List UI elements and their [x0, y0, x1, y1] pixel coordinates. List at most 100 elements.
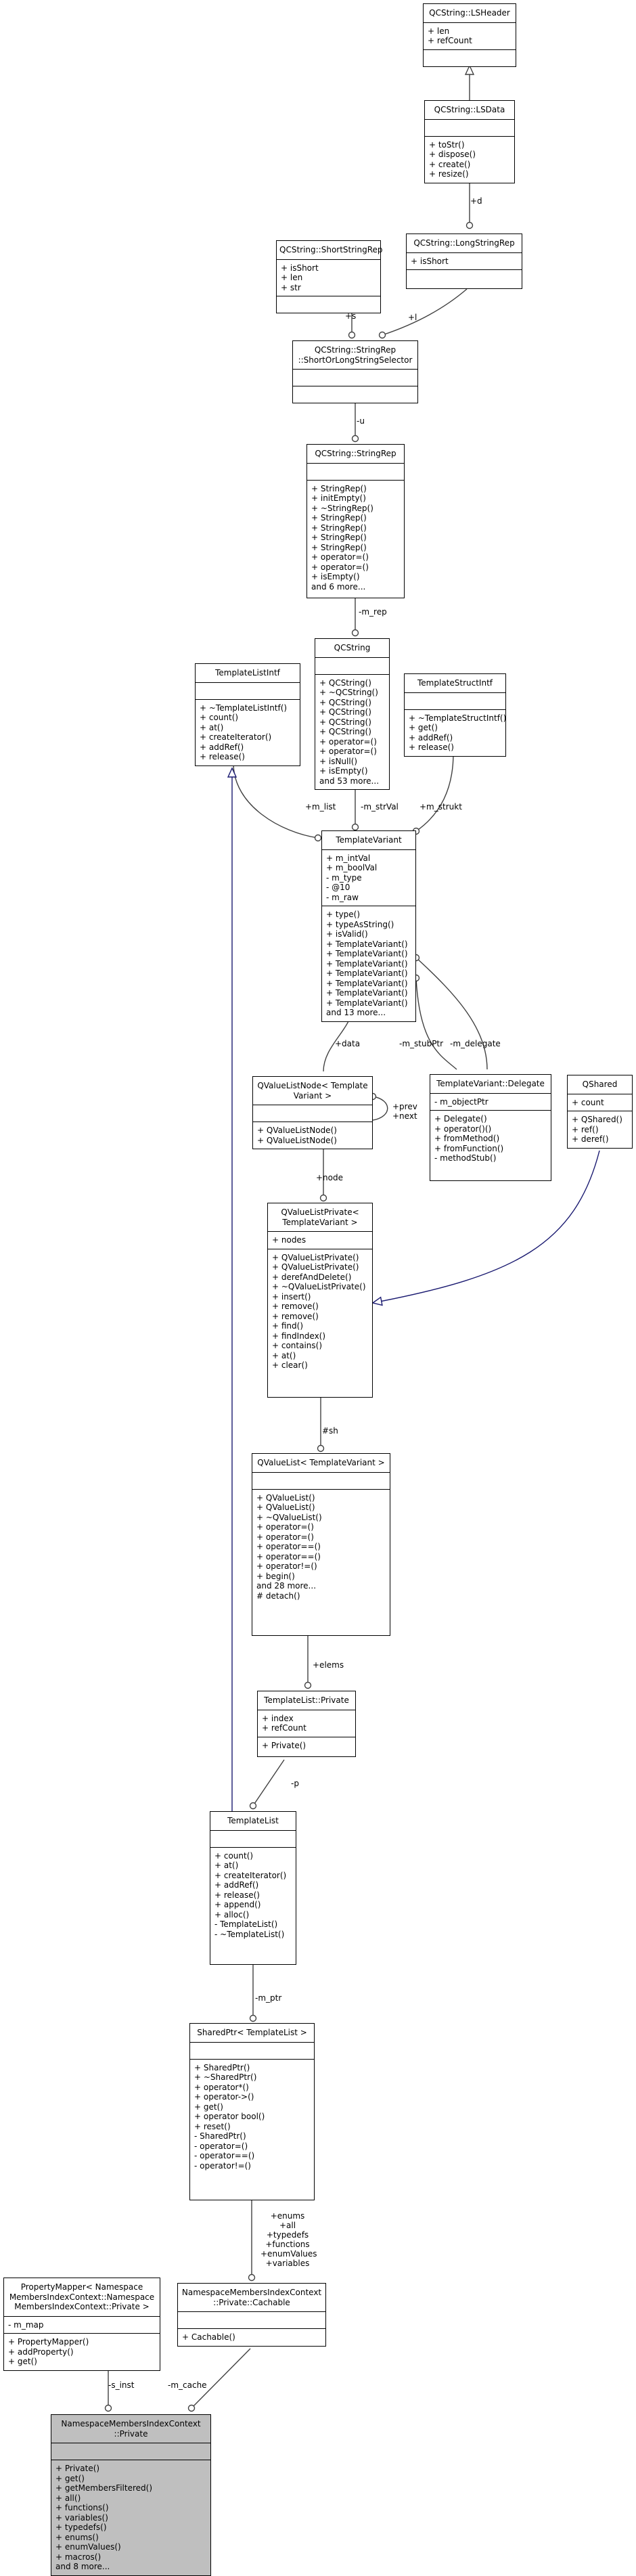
composition-marker [351, 629, 359, 637]
composition-marker [248, 2273, 256, 2282]
class-operations: + QShared()+ ref()+ deref() [568, 1111, 632, 1148]
operation: + QCString() [319, 707, 371, 717]
operation: + QCString() [319, 727, 371, 736]
operation: + isEmpty() [311, 572, 360, 581]
edge-label-line: -s_inst [108, 2380, 135, 2390]
class-title-line: ::Private [114, 2428, 148, 2439]
relationship-line [233, 763, 319, 839]
operation: + operator=() [311, 562, 369, 572]
operation: + addRef() [200, 742, 244, 752]
relationship-line [252, 1759, 285, 1806]
operation: # detach() [256, 1591, 300, 1601]
edge-label: -m_strVal [361, 802, 399, 812]
operation: and 13 more... [326, 1008, 386, 1017]
edge-label-line: +l [408, 313, 417, 322]
composition-marker [187, 2404, 196, 2412]
class-attributes: - m_map [4, 2317, 160, 2334]
edge-label: +node [316, 1173, 343, 1182]
edge-label-line: #sh [322, 1426, 338, 1436]
operation: and 8 more... [55, 2562, 110, 2571]
operation: + operator=() [319, 747, 377, 756]
edge-label-line: -p [291, 1779, 299, 1788]
operation: + operator==() [256, 1551, 321, 1561]
operation: + addRef() [409, 732, 453, 742]
operation: + operator=() [256, 1532, 314, 1542]
class-title: TemplateList::Private [258, 1691, 355, 1710]
edge-label-line: +functions [265, 2240, 310, 2249]
edge-label-line: -u [357, 416, 365, 426]
composition-marker [304, 1681, 312, 1689]
class-attributes: - m_objectPtr [430, 1094, 551, 1111]
operation: + enums() [55, 2532, 99, 2542]
class-title-line: QShared [582, 1080, 618, 1089]
class-attributes: + isShort [407, 253, 522, 270]
class-attributes: + m_intVal+ m_boolVal- m_type- @10- m_ra… [322, 850, 415, 906]
attribute: - m_objectPtr [434, 1096, 489, 1107]
class-attributes [405, 693, 505, 710]
operation: + release() [409, 742, 454, 752]
operation: + getMembersFiltered() [55, 2483, 153, 2493]
operation: + toStr() [429, 139, 465, 150]
operation: + ~SharedPtr() [194, 2072, 257, 2082]
operation: - ~TemplateList() [214, 1929, 285, 1939]
class-title: NamespaceMembersIndexContext::Private::C… [178, 2284, 325, 2312]
class-title: TemplateListIntf [196, 664, 300, 683]
composition-marker [348, 331, 356, 339]
edge-label-line: +enums [270, 2211, 305, 2221]
class-operations [424, 50, 516, 66]
edge-label-line: +typedefs [266, 2230, 309, 2240]
class-title-line: QValueListNode< Template [257, 1081, 368, 1090]
operation: + ref() [572, 1124, 599, 1134]
class-title-line: TemplateStructIntf [417, 678, 493, 688]
class-qcstring-lsdata: QCString::LSData+ toStr()+ dispose()+ cr… [424, 100, 515, 183]
edge-label-line: -m_delegate [450, 1039, 501, 1048]
attribute: + str [281, 282, 301, 292]
relationship-edges [104, 64, 600, 2412]
class-operations: + toStr()+ dispose()+ create()+ resize() [425, 137, 514, 183]
operation: + Delegate() [434, 1114, 487, 1124]
class-title-line: TemplateList [227, 1816, 279, 1825]
inheritance-arrowhead [227, 767, 237, 778]
class-title: QCString::LSData [425, 101, 514, 120]
composition-marker [378, 331, 386, 339]
class-title-line: MembersIndexContext::Private > [14, 2302, 150, 2311]
operation: + QValueList() [256, 1492, 315, 1503]
operation: + operator=() [319, 736, 377, 747]
operation: + release() [214, 1890, 260, 1900]
edge-label-line: -m_ptr [255, 1993, 282, 2003]
class-title-line: PropertyMapper< Namespace [20, 2282, 143, 2292]
relationship-line [372, 1096, 388, 1121]
operation: + macros() [55, 2552, 101, 2562]
operation: + StringRep() [311, 513, 367, 523]
class-templatevariant: TemplateVariant+ m_intVal+ m_boolVal- m_… [321, 830, 416, 1022]
edge-label-line: +all [279, 2221, 296, 2230]
class-title: QCString [315, 639, 389, 658]
operation: + operator()() [434, 1124, 492, 1134]
class-title-line: QValueList< TemplateVariant > [257, 1458, 385, 1467]
attribute: - m_type [326, 872, 362, 883]
edge-label-line: +enumValues [260, 2249, 317, 2259]
operation: + fromFunction() [434, 1143, 504, 1153]
operation: + TemplateVariant() [326, 969, 408, 978]
operation: + createIterator() [200, 732, 272, 742]
class-operations: + type()+ typeAsString()+ isValid()+ Tem… [322, 906, 415, 1021]
operation: + fromMethod() [434, 1134, 500, 1143]
class-templatevariant-delegate: TemplateVariant::Delegate- m_objectPtr+ … [430, 1074, 551, 1181]
class-operations: + StringRep()+ initEmpty()+ ~StringRep()… [307, 481, 404, 596]
edge-label-line: +variables [265, 2259, 310, 2268]
operation: + clear() [272, 1360, 308, 1370]
class-title: TemplateStructIntf [405, 674, 505, 693]
operation: - operator==() [194, 2151, 255, 2160]
class-title: QCString::ShortStringRep [277, 241, 383, 260]
operation: + remove() [272, 1302, 319, 1311]
attribute: - m_map [8, 2319, 44, 2330]
operation: + findIndex() [272, 1331, 326, 1341]
edge-label: +d [470, 196, 482, 206]
class-title: TemplateVariant [322, 831, 415, 850]
operation: + reset() [194, 2121, 231, 2131]
class-operations [407, 270, 522, 286]
edge-label-line: +data [335, 1039, 361, 1048]
class-attributes [315, 658, 389, 675]
